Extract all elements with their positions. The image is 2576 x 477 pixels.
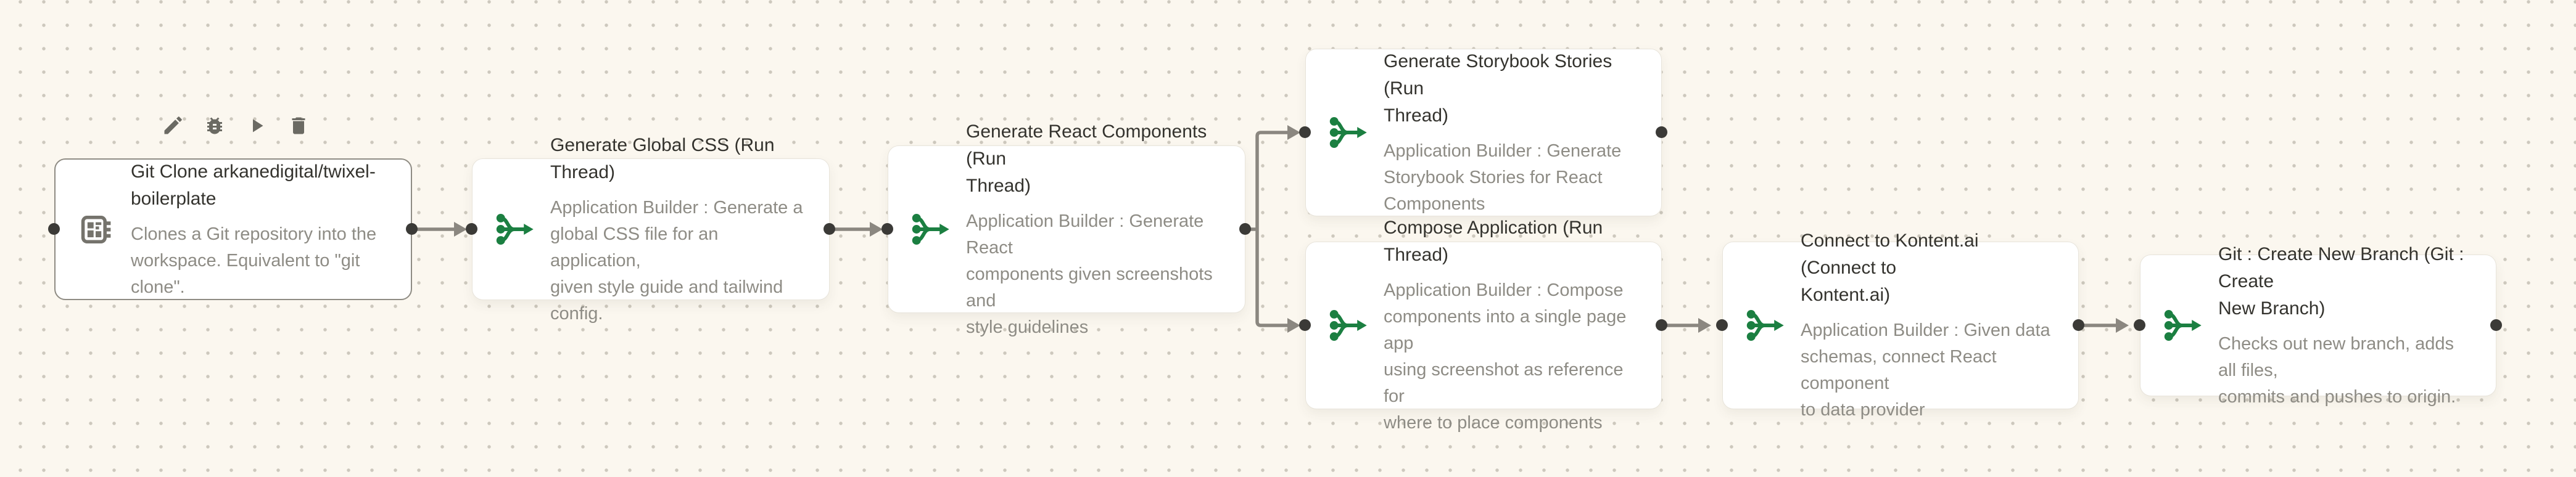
node-compose-application[interactable]: Compose Application (Run Thread) Applica… bbox=[1305, 218, 1662, 433]
port-input-compose-application[interactable] bbox=[1299, 319, 1311, 331]
node-description: Checks out new branch, adds all files, c… bbox=[2218, 333, 2456, 407]
run-button[interactable] bbox=[243, 112, 270, 139]
delete-button[interactable] bbox=[285, 112, 312, 139]
port-output-git-clone[interactable] bbox=[406, 223, 418, 235]
node-generate-global-css[interactable]: Generate Global CSS (Run Thread) Applica… bbox=[472, 135, 830, 324]
port-output-generate-react-components[interactable] bbox=[1239, 223, 1251, 235]
node-description: Application Builder : Generate React com… bbox=[966, 211, 1213, 337]
port-output-connect-to-kontent-ai[interactable] bbox=[2073, 319, 2084, 331]
node-generate-react-components[interactable]: Generate React Components (Run Thread) A… bbox=[888, 121, 1245, 337]
node-description: Clones a Git repository into the workspa… bbox=[131, 224, 377, 297]
node-title: Connect to Kontent.ai (Connect to Konten… bbox=[1801, 230, 1979, 305]
node-title: Generate React Components (Run Thread) bbox=[966, 121, 1207, 196]
node-title: Compose Application (Run Thread) bbox=[1384, 218, 1603, 265]
port-input-generate-storybook-stories[interactable] bbox=[1299, 126, 1311, 138]
port-input-generate-global-css[interactable] bbox=[466, 223, 477, 235]
thread-merge-icon bbox=[1329, 116, 1368, 149]
edit-button[interactable] bbox=[159, 112, 186, 139]
node-description: Application Builder : Generate Storybook… bbox=[1384, 141, 1622, 214]
node-generate-storybook-stories[interactable]: Generate Storybook Stories (Run Thread) … bbox=[1305, 49, 1662, 216]
port-input-connect-to-kontent-ai[interactable] bbox=[1716, 319, 1728, 331]
port-input-git-clone[interactable] bbox=[48, 223, 60, 235]
edge-compose-kontent bbox=[1662, 318, 1711, 333]
thread-merge-icon bbox=[1329, 309, 1368, 341]
edge-reactcomponents-branch bbox=[1245, 125, 1300, 333]
bug-icon bbox=[207, 117, 222, 134]
node-description: Application Builder : Compose components… bbox=[1384, 280, 1627, 433]
node-git-create-new-branch[interactable]: Git : Create New Branch (Git : Create Ne… bbox=[2140, 244, 2496, 407]
port-input-git-create-new-branch[interactable] bbox=[2134, 319, 2145, 331]
thread-merge-icon bbox=[2164, 309, 2202, 341]
pencil-icon bbox=[164, 116, 182, 134]
node-git-clone[interactable]: Git Clone arkanedigital/twixel- boilerpl… bbox=[54, 158, 412, 300]
module-icon bbox=[79, 213, 115, 246]
port-output-git-create-new-branch[interactable] bbox=[2490, 319, 2502, 331]
thread-merge-icon bbox=[912, 213, 950, 245]
thread-merge-icon bbox=[1746, 309, 1785, 341]
node-title: Generate Global CSS (Run Thread) bbox=[550, 134, 775, 182]
debug-button[interactable] bbox=[201, 112, 228, 139]
node-connect-to-kontent-ai[interactable]: Connect to Kontent.ai (Connect to Konten… bbox=[1722, 230, 2079, 420]
port-output-generate-storybook-stories[interactable] bbox=[1656, 126, 1667, 138]
node-description: Application Builder : Generate a global … bbox=[550, 197, 803, 324]
node-toolbar bbox=[159, 112, 312, 139]
node-description: Application Builder : Given data schemas… bbox=[1801, 320, 2050, 420]
port-input-generate-react-components[interactable] bbox=[881, 223, 893, 235]
port-output-compose-application[interactable] bbox=[1656, 319, 1667, 331]
node-title: Generate Storybook Stories (Run Thread) bbox=[1384, 51, 1612, 126]
edge-gitclone-globalcss bbox=[412, 222, 467, 237]
thread-merge-icon bbox=[496, 213, 534, 245]
node-title: Git Clone arkanedigital/twixel- boilerpl… bbox=[131, 161, 376, 209]
edge-kontent-newbranch bbox=[2079, 318, 2129, 333]
trash-icon bbox=[292, 117, 305, 134]
port-output-generate-global-css[interactable] bbox=[824, 223, 835, 235]
play-icon bbox=[253, 119, 263, 132]
edge-globalcss-reactcomponents bbox=[830, 222, 883, 237]
node-title: Git : Create New Branch (Git : Create Ne… bbox=[2218, 243, 2464, 319]
